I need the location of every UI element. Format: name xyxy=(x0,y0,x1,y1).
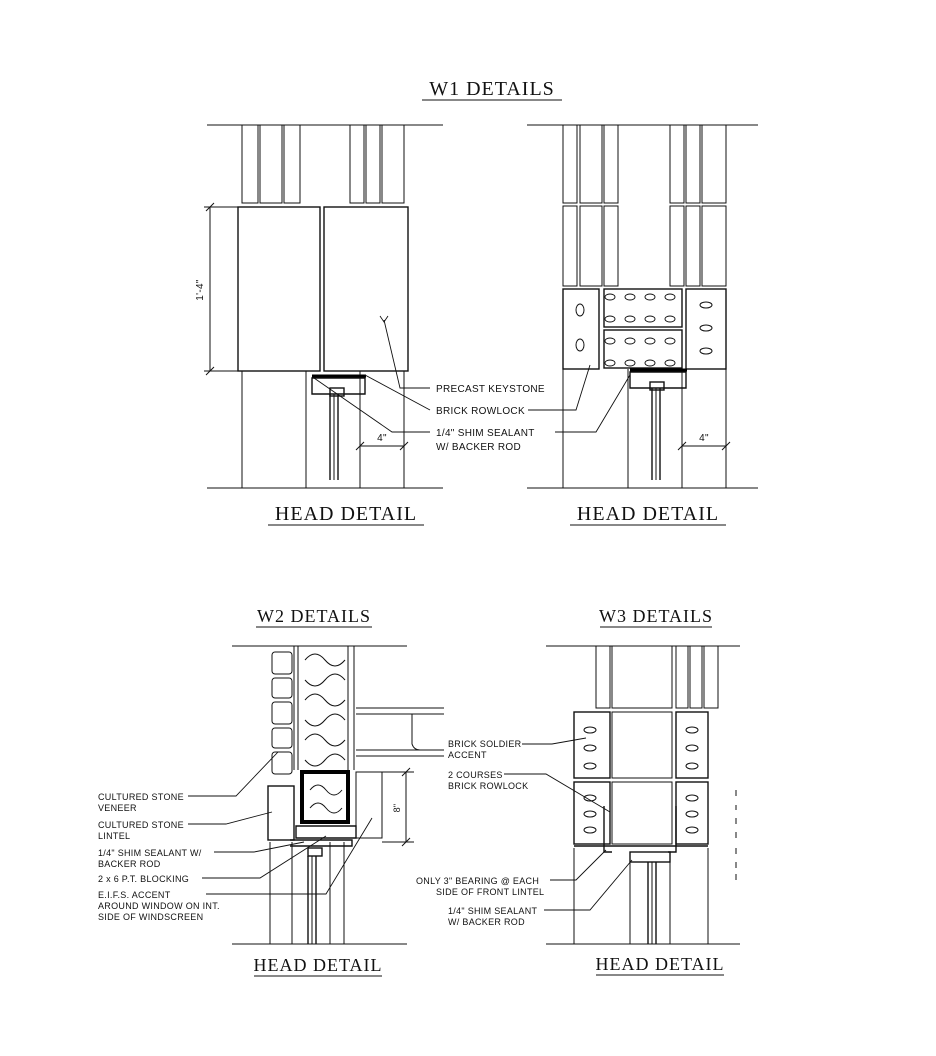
w1-right-masonry xyxy=(562,124,727,287)
w2-note-rowlock-1: 2 COURSES xyxy=(448,770,503,780)
w1-right-depth-dimension: 4" xyxy=(677,433,731,451)
w2-note-veneer-2: VENEER xyxy=(98,803,137,813)
w1-height-dimension-text: 1'-4" xyxy=(195,279,206,301)
w3-masonry xyxy=(595,645,719,709)
w1-precast-keystone xyxy=(237,206,409,372)
w2-note-shim-1: 1/4" SHIM SEALANT W/ xyxy=(98,848,202,858)
w1-note-backer-rod: W/ BACKER ROD xyxy=(436,442,521,453)
w2-note-eifs-1: E.I.F.S. ACCENT xyxy=(98,890,171,900)
w1-notes: PRECAST KEYSTONE BRICK ROWLOCK 1/4" SHIM… xyxy=(313,315,631,453)
w3-note-bearing-1: ONLY 3" BEARING @ EACH xyxy=(416,876,539,886)
w2-note-shim-2: BACKER ROD xyxy=(98,859,161,869)
w2-floor-joist xyxy=(356,707,444,757)
w3-brick-rowlock xyxy=(573,781,709,845)
w2-note-soldier-2: ACCENT xyxy=(448,750,487,760)
w3-note-bearing-2: SIDE OF FRONT LINTEL xyxy=(436,887,544,897)
w2-notes-right: BRICK SOLDIER ACCENT 2 COURSES BRICK ROW… xyxy=(448,737,611,813)
w2-note-lintel-2: LINTEL xyxy=(98,831,130,841)
w2-height-dimension: 8" xyxy=(382,767,414,847)
w1-right-caption: HEAD DETAIL xyxy=(577,503,719,525)
w2-note-eifs-2: AROUND WINDOW ON INT. xyxy=(98,901,220,911)
w1-right-depth-text: 4" xyxy=(699,433,709,444)
w1-note-brick-rowlock: BRICK ROWLOCK xyxy=(436,406,525,417)
w1-title: W1 DETAILS xyxy=(422,78,562,101)
w3-caption: HEAD DETAIL xyxy=(595,954,724,974)
w3-notes: ONLY 3" BEARING @ EACH SIDE OF FRONT LIN… xyxy=(416,849,633,927)
w2-notes-left: CULTURED STONE VENEER CULTURED STONE LIN… xyxy=(98,751,373,922)
w3-note-shim-2: W/ BACKER ROD xyxy=(448,917,525,927)
w1-title-text: W1 DETAILS xyxy=(429,78,555,100)
w2-steel-lintel xyxy=(300,770,350,824)
w2-note-soldier-1: BRICK SOLDIER xyxy=(448,739,522,749)
w1-left-depth-dimension: 4" xyxy=(355,433,409,451)
w2-head-detail: W2 DETAILS xyxy=(232,606,444,977)
w1-left-masonry xyxy=(241,124,405,204)
w1-right-window-frame xyxy=(629,368,687,480)
w2-note-veneer-1: CULTURED STONE xyxy=(98,792,184,802)
w2-eifs-accent xyxy=(355,771,383,839)
w3-title: W3 DETAILS xyxy=(599,606,713,626)
w1-left-caption: HEAD DETAIL xyxy=(275,503,417,525)
w3-note-shim-1: 1/4" SHIM SEALANT xyxy=(448,906,538,916)
w3-brick-soldier-accent xyxy=(573,711,709,779)
w2-note-eifs-3: SIDE OF WINDSCREEN xyxy=(98,912,203,922)
w1-right-head-detail: 4" HEAD DETAIL xyxy=(527,124,758,526)
w1-note-shim-sealant: 1/4" SHIM SEALANT xyxy=(436,428,535,439)
w1-left-depth-text: 4" xyxy=(377,433,387,444)
w1-note-precast-keystone: PRECAST KEYSTONE xyxy=(436,384,545,395)
w3-head-detail: W3 DETAILS xyxy=(546,606,740,976)
w1-left-height-dimension: 1'-4" xyxy=(195,202,238,376)
w2-height-dimension-text: 8" xyxy=(392,804,402,813)
w1-brick-rowlock xyxy=(562,288,727,370)
w2-wall-insulation xyxy=(293,646,355,770)
w2-title: W2 DETAILS xyxy=(257,606,371,626)
w1-left-window-frame xyxy=(311,374,366,480)
w2-note-blocking: 2 x 6 P.T. BLOCKING xyxy=(98,874,189,884)
w2-caption: HEAD DETAIL xyxy=(253,955,382,975)
w2-note-rowlock-2: BRICK ROWLOCK xyxy=(448,781,528,791)
w1-left-head-detail: 1'-4" 4" HEAD DETAIL xyxy=(195,124,443,526)
w2-note-lintel-1: CULTURED STONE xyxy=(98,820,184,830)
